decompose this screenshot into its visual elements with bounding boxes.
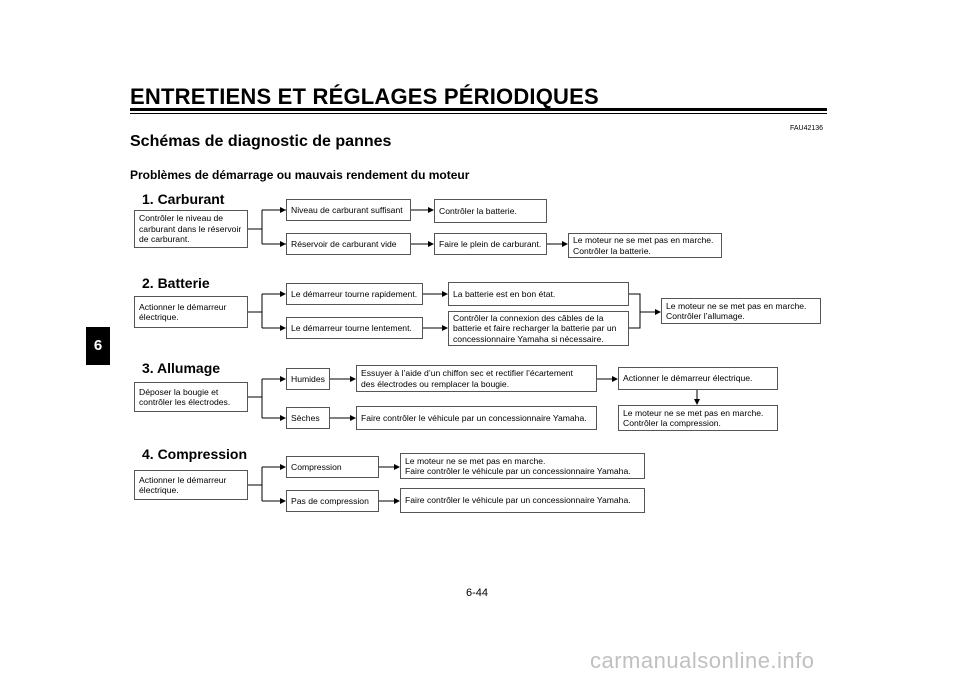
header-rule-thick	[130, 108, 827, 111]
box-battery-good: La batterie est en bon état.	[448, 282, 629, 306]
page-header-title: ENTRETIENS ET RÉGLAGES PÉRIODIQUES	[130, 84, 599, 109]
box-engine-no-start-check-ignition: Le moteur ne se met pas en marche. Contr…	[661, 298, 821, 324]
box-press-starter-again: Actionner le démarreur électrique.	[618, 367, 778, 390]
subtitle: Problèmes de démarrage ou mauvais rendem…	[130, 168, 470, 182]
header-rule-thin	[130, 113, 827, 114]
box-check-battery-cables: Contrôler la connexion des câbles de la …	[448, 311, 629, 346]
box-wipe-electrodes: Essuyer à l’aide d’un chiffon sec et rec…	[356, 365, 597, 392]
group-title-compression: 4. Compression	[142, 446, 248, 462]
box-fuel-sufficient: Niveau de carburant suffisant	[286, 199, 411, 221]
box-no-compression: Pas de compression	[286, 490, 379, 512]
box-refuel: Faire le plein de carburant.	[434, 233, 547, 255]
box-tank-empty: Réservoir de carburant vide	[286, 233, 411, 255]
box-engine-no-start-check-compression: Le moteur ne se met pas en marche. Contr…	[618, 405, 778, 431]
box-dry: Sèches	[286, 407, 330, 429]
box-starter-slow: Le démarreur tourne lentement.	[286, 317, 423, 339]
watermark: carmanualsonline.info	[590, 648, 815, 673]
box-engine-no-start-check-battery: Le moteur ne se met pas en marche. Contr…	[568, 233, 722, 258]
box-dealer-check-compression: Faire contrôler le véhicule par un conce…	[400, 488, 645, 513]
box-check-fuel-level: Contrôler le niveau de carburant dans le…	[134, 210, 248, 248]
box-wet: Humides	[286, 368, 330, 390]
page-number: 6-44	[466, 587, 489, 599]
box-remove-spark-plug: Déposer la bougie et contrôler les élect…	[134, 382, 248, 412]
group-title-batterie: 2. Batterie	[142, 275, 210, 291]
reference-code: FAU42136	[790, 125, 824, 132]
section-title: Schémas de diagnostic de pannes	[130, 133, 392, 150]
box-has-compression: Compression	[286, 456, 379, 478]
group-title-carburant: 1. Carburant	[142, 191, 225, 207]
box-press-starter: Actionner le démarreur électrique.	[134, 296, 248, 328]
chapter-tab: 6	[86, 327, 110, 365]
box-starter-fast: Le démarreur tourne rapidement.	[286, 283, 423, 305]
box-check-battery: Contrôler la batterie.	[434, 199, 547, 223]
box-dealer-check-ignition: Faire contrôler le véhicule par un conce…	[356, 406, 597, 430]
box-engine-no-start-dealer: Le moteur ne se met pas en marche. Faire…	[400, 453, 645, 479]
group-title-allumage: 3. Allumage	[142, 360, 221, 376]
box-press-starter-compression: Actionner le démarreur électrique.	[134, 470, 248, 500]
